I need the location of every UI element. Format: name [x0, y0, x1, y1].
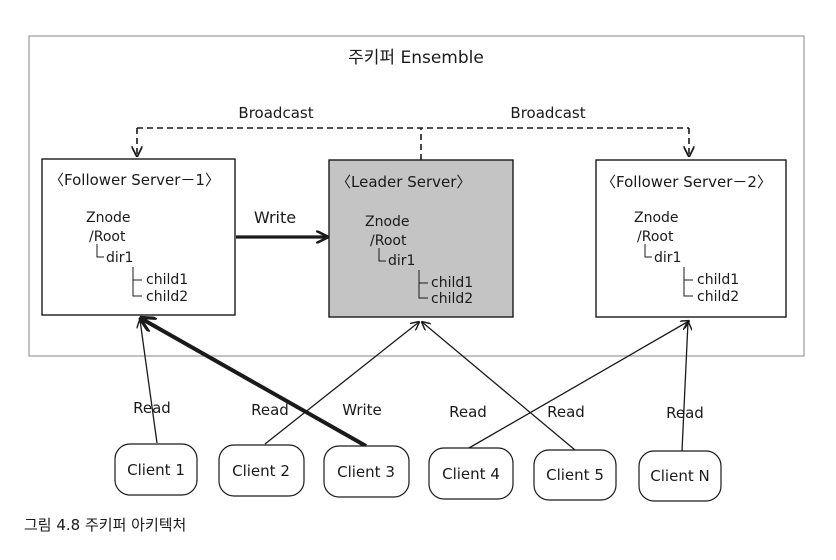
leader-server-tree-branch-children: [418, 270, 428, 299]
edge-label-write-client-3: Write: [342, 401, 382, 419]
follower-server-1-box: [41, 158, 236, 316]
read-arrow-client-1: [140, 320, 158, 444]
follower-server-1-child2: child2: [146, 289, 188, 305]
ensemble-title: 주키퍼 Ensemble: [348, 48, 484, 68]
follower-server-1-tree-branch-dir: [96, 244, 104, 258]
leader-server-box: [328, 159, 514, 318]
follower-server-2-child2: child2: [697, 289, 739, 305]
read-arrow-client-5: [422, 322, 576, 451]
follower-server-1-title: 〈Follower Server－1〉: [49, 171, 220, 189]
leader-server-root: /Root: [370, 233, 407, 249]
client-n: Client N: [638, 450, 722, 502]
client-3-label: Client 3: [337, 463, 395, 481]
follower-server-1-root: /Root: [89, 229, 126, 245]
figure-caption: 그림 4.8 주키퍼 아키텍처: [24, 516, 187, 534]
follower-server-2-root: /Root: [637, 229, 674, 245]
leader-server-title: 〈Leader Server〉: [336, 173, 471, 191]
follower-server-2-dir: dir1: [654, 250, 681, 266]
broadcast-label-right: Broadcast: [510, 104, 585, 122]
follower-server-1-znode: Znode: [86, 210, 131, 226]
client-2-label: Client 2: [232, 462, 290, 480]
leader-server-dir: dir1: [388, 253, 415, 269]
read-arrow-client-4: [468, 321, 689, 449]
read-arrow-client-n: [681, 322, 688, 452]
edge-label-read-client-n: Read: [666, 404, 704, 422]
edge-label-read-client-4: Read: [449, 403, 487, 421]
write-arrow-client-3: [142, 319, 367, 448]
follower-server-2-box: [595, 159, 787, 318]
follower-server-1-child1: child1: [146, 272, 188, 288]
ensemble-container: [28, 35, 805, 357]
broadcast-label-left: Broadcast: [238, 104, 313, 122]
leader-server-tree-branch-dir: [378, 248, 386, 262]
follower-server-2-child1: child1: [697, 272, 739, 288]
read-arrow-client-2: [264, 322, 419, 445]
client-n-box: [638, 450, 722, 502]
client-3-box: [323, 445, 410, 498]
client-4-box: [428, 447, 514, 500]
client-1-label: Client 1: [127, 461, 185, 479]
follower-server-1-tree-branch-children: [132, 267, 142, 297]
follower-server-2: 〈Follower Server－2〉 Znode /Root dir1 chi…: [595, 159, 787, 318]
broadcast-lines: [137, 127, 689, 160]
edge-label-read-client-5: Read: [547, 403, 585, 421]
client-4-label: Client 4: [442, 465, 500, 483]
client-2-box: [218, 444, 305, 497]
follower-server-1: 〈Follower Server－1〉 Znode /Root dir1 chi…: [41, 158, 236, 316]
edge-label-read-client-1: Read: [133, 399, 171, 417]
client-5-box: [533, 449, 617, 501]
client-n-label: Client N: [650, 467, 709, 485]
client-4: Client 4: [428, 447, 514, 500]
zookeeper-architecture-diagram: 주키퍼 Ensemble Broadcast Broadcast 〈Follow…: [28, 35, 805, 502]
leader-server-child1: child1: [431, 275, 473, 291]
edge-label-read-client-2: Read: [251, 401, 289, 419]
client-5-label: Client 5: [546, 466, 604, 484]
follower-server-2-title: 〈Follower Server－2〉: [601, 173, 772, 191]
write-forward-label: Write: [254, 208, 296, 227]
leader-server: 〈Leader Server〉 Znode /Root dir1 child1 …: [328, 159, 514, 318]
follower-server-2-tree-branch-children: [683, 267, 693, 297]
client-3: Client 3: [323, 445, 410, 498]
leader-server-child2: child2: [431, 291, 473, 307]
follower-server-2-tree-branch-dir: [644, 244, 652, 258]
client-1-box: [114, 443, 198, 496]
follower-server-2-znode: Znode: [634, 210, 679, 226]
client-2: Client 2: [218, 444, 305, 497]
follower-server-1-dir: dir1: [106, 250, 133, 266]
client-5: Client 5: [533, 449, 617, 501]
leader-server-znode: Znode: [365, 214, 410, 230]
client-connections: [140, 319, 689, 452]
client-1: Client 1: [114, 443, 198, 496]
